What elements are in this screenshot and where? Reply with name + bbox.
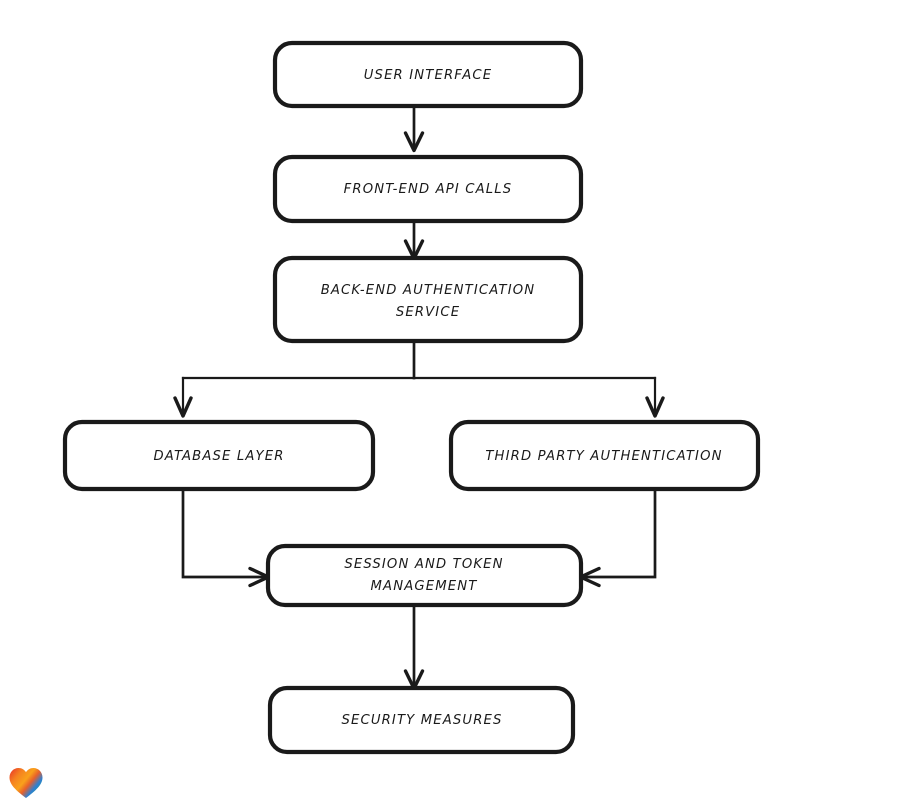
- node-back-end-authentication-service-label-line1: BACK-END AUTHENTICATION: [321, 283, 536, 298]
- node-back-end-authentication-service[interactable]: BACK-END AUTHENTICATION SERVICE: [272, 255, 584, 344]
- edge-thirdparty-to-session: [578, 487, 657, 588]
- edge-api-to-backend: [403, 219, 425, 261]
- node-back-end-authentication-service-label-line2: SERVICE: [396, 305, 460, 320]
- edge-backend-to-thirdparty: [645, 376, 665, 418]
- node-front-end-api-calls[interactable]: FRONT-END API CALLS: [272, 154, 584, 224]
- node-third-party-authentication-label: THIRD PARTY AUTHENTICATION: [485, 449, 722, 464]
- node-security-measures-box[interactable]: [267, 685, 576, 755]
- node-user-interface-box[interactable]: [272, 40, 584, 109]
- node-front-end-api-calls-box[interactable]: [272, 154, 584, 224]
- heart-logo-icon: [9, 768, 43, 798]
- node-back-end-authentication-service-box[interactable]: [272, 255, 584, 344]
- edge-backend-split-stem: [181, 339, 657, 380]
- node-session-and-token-management-label-line2: MANAGEMENT: [371, 579, 478, 594]
- node-session-and-token-management[interactable]: SESSION AND TOKEN MANAGEMENT: [265, 543, 584, 608]
- node-user-interface[interactable]: USER INTERFACE: [272, 40, 584, 109]
- node-database-layer[interactable]: DATABASE LAYER: [62, 419, 376, 492]
- edge-database-to-session: [181, 487, 271, 588]
- node-user-interface-label: USER INTERFACE: [364, 68, 493, 83]
- node-database-layer-label: DATABASE LAYER: [153, 449, 284, 464]
- node-database-layer-box[interactable]: [62, 419, 376, 492]
- edge-ui-to-api: [403, 104, 425, 153]
- node-third-party-authentication[interactable]: THIRD PARTY AUTHENTICATION: [448, 419, 761, 492]
- edge-backend-to-database: [173, 376, 193, 418]
- node-third-party-authentication-box[interactable]: [448, 419, 761, 492]
- node-security-measures-label: SECURITY MEASURES: [341, 713, 502, 728]
- edge-session-to-security: [403, 603, 425, 691]
- node-front-end-api-calls-label: FRONT-END API CALLS: [344, 182, 513, 197]
- node-security-measures[interactable]: SECURITY MEASURES: [267, 685, 576, 755]
- node-session-and-token-management-label-line1: SESSION AND TOKEN: [344, 557, 503, 572]
- node-session-and-token-management-box[interactable]: [265, 543, 584, 608]
